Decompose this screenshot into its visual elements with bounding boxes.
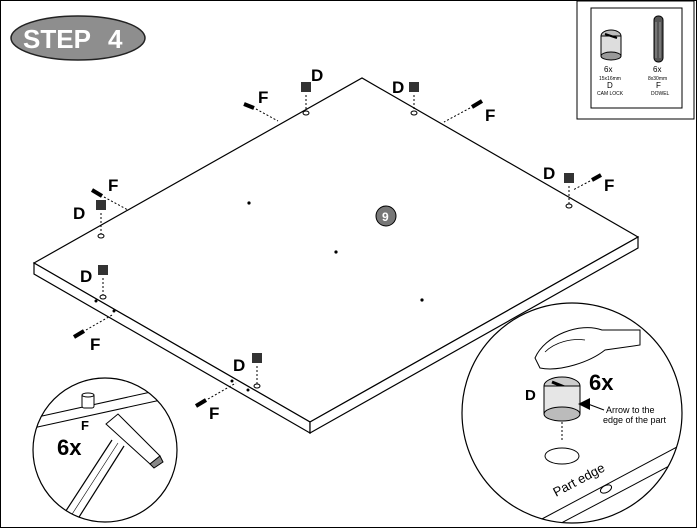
step-badge: STEP 4	[10, 15, 146, 61]
cam-lock-icon	[600, 29, 622, 61]
letter-d-5: D	[80, 267, 92, 286]
detail-left-qty: 6x	[57, 435, 82, 460]
arrow-note-line1: Arrow to the	[606, 405, 655, 415]
letter-d-4: D	[73, 204, 85, 223]
letter-f-4: F	[108, 176, 118, 195]
dowel-3	[572, 173, 602, 191]
letter-f-3: F	[604, 176, 614, 195]
panel-number-badge: 9	[375, 205, 397, 227]
letter-f-6: F	[209, 404, 219, 423]
dowel-icon	[653, 15, 664, 63]
detail-left-letter: F	[81, 418, 89, 433]
step-number: 4	[108, 24, 123, 54]
cam-lock-2	[409, 82, 419, 116]
dowels	[72, 99, 602, 408]
letter-f-2: F	[485, 106, 495, 125]
part-letters: D D D D D D F F F F F F	[73, 66, 614, 423]
step-label: STEP	[23, 24, 91, 54]
dowel-2	[443, 99, 484, 123]
letter-d-2: D	[392, 78, 404, 97]
cam-lock-6	[252, 353, 262, 389]
cam-lock-size: 15x16mm	[599, 76, 621, 82]
letter-d-1: D	[311, 66, 323, 85]
dowel-name: DOWEL	[651, 91, 670, 97]
detail-cam-insert: D 6x Arrow to the edge of the part Part …	[461, 302, 683, 524]
panel-number: 9	[382, 210, 389, 224]
letter-f-1: F	[258, 88, 268, 107]
cam-lock-qty: 6x	[604, 65, 612, 74]
detail-right-qty: 6x	[589, 370, 614, 395]
detail-right-letter: D	[525, 387, 536, 404]
dowel-4	[90, 188, 129, 211]
dowel-size: 8x30mm	[648, 76, 667, 82]
letter-d-3: D	[543, 164, 555, 183]
letter-d-6: D	[233, 356, 245, 375]
dowel-qty: 6x	[653, 65, 661, 74]
dowel-5	[72, 314, 113, 339]
cam-lock-3	[564, 173, 574, 209]
dowel-6	[194, 382, 237, 408]
parts-box: 6x 15x16mm D CAM LOCK 6x 8x30mm F DOWEL	[576, 0, 695, 120]
arrow-note-line2: edge of the part	[603, 415, 667, 425]
letter-f-5: F	[90, 335, 100, 354]
cam-lock-letter: D	[607, 81, 613, 90]
cam-lock-1	[301, 82, 311, 116]
cam-lock-5	[98, 265, 108, 300]
detail-hammer: F 6x	[32, 377, 178, 523]
cam-locks	[96, 82, 574, 389]
cam-lock-4	[96, 200, 106, 239]
panel: 9	[32, 77, 640, 435]
dowel-letter: F	[656, 81, 661, 90]
dowel-1	[243, 102, 279, 122]
cam-lock-name: CAM LOCK	[597, 91, 624, 97]
